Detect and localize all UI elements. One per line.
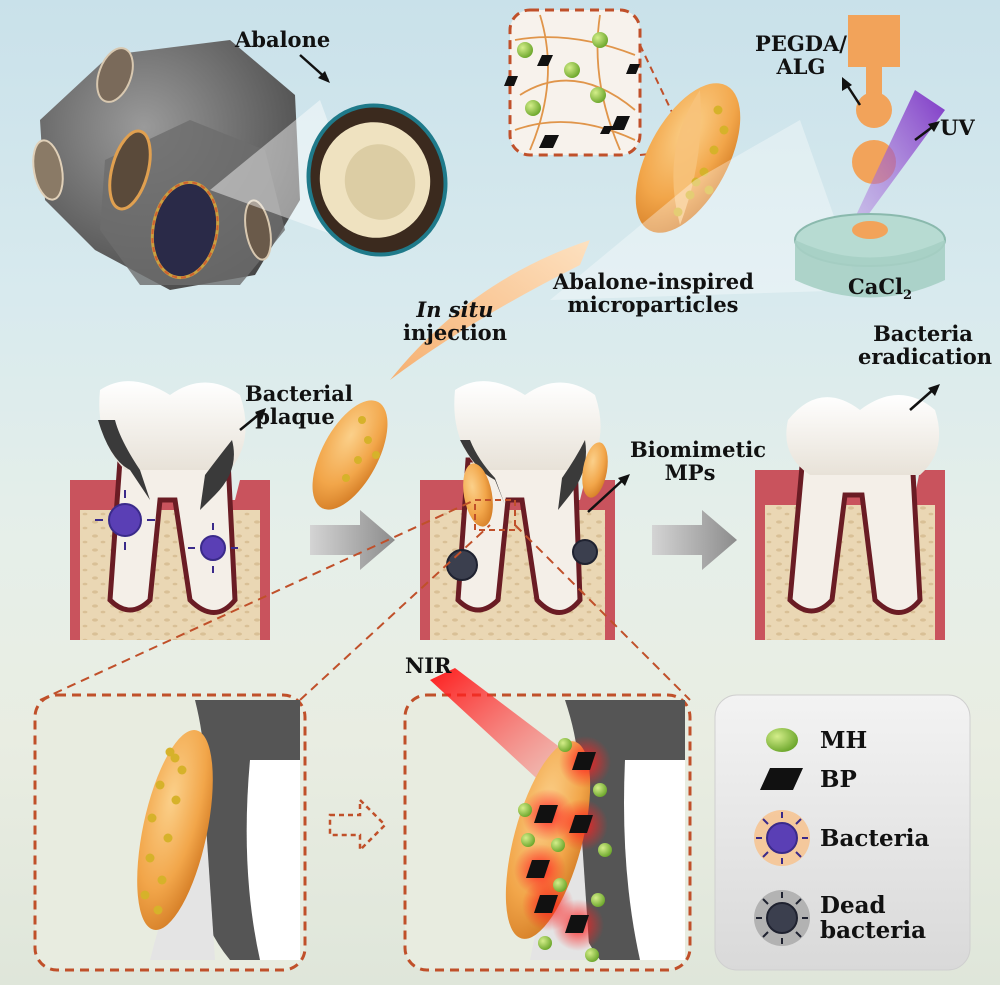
tooth-healthy xyxy=(755,395,945,640)
label-bacterial-plaque: Bacterial plaque xyxy=(245,381,353,429)
label-abalone: Abalone xyxy=(235,27,331,52)
label-bacteria-eradication-line2: eradication xyxy=(858,344,993,369)
legend-bp-label: BP xyxy=(820,766,857,793)
label-injection: injection xyxy=(403,320,507,345)
inset-before xyxy=(33,693,307,972)
tooth-with-plaque xyxy=(70,381,270,640)
transition-arrow xyxy=(328,796,387,854)
network-inset xyxy=(504,8,642,157)
process-arrow-2 xyxy=(652,510,737,570)
label-pegda-line2: ALG xyxy=(776,54,826,79)
legend-bp-icon xyxy=(760,768,803,790)
label-bacterial-plaque-line2: plaque xyxy=(255,404,335,429)
legend-panel xyxy=(714,694,971,971)
label-biomimetic-mps: Biomimetic MPs xyxy=(630,437,766,485)
injection-arrow xyxy=(390,240,590,380)
label-cacl2-text: CaCl xyxy=(848,274,904,299)
label-biomimetic-line1: Biomimetic xyxy=(630,437,766,462)
label-bacteria-eradication: Bacteria eradication xyxy=(858,321,993,369)
label-abalone-inspired-line2: microparticles xyxy=(567,292,739,317)
legend-dead-line2: bacteria xyxy=(820,917,927,944)
inset-after xyxy=(403,668,692,972)
legend-mh-label: MH xyxy=(820,727,868,754)
process-arrow-1 xyxy=(310,510,395,570)
legend-mh-icon xyxy=(766,728,798,752)
legend-dead-line1: Dead xyxy=(820,892,886,919)
label-abalone-inspired: Abalone-inspired microparticles xyxy=(553,269,754,317)
label-in-situ: In situ xyxy=(416,297,494,322)
microparticle-flying xyxy=(312,400,388,510)
legend-dead-bacteria-icon xyxy=(754,890,810,946)
label-uv: UV xyxy=(940,115,975,140)
abalone-rocks xyxy=(32,40,448,290)
label-pegda-line1: PEGDA/ xyxy=(755,31,847,56)
microparticle-top xyxy=(635,83,741,233)
label-bacteria-eradication-line1: Bacteria xyxy=(873,321,973,346)
legend-dead-bacteria-label: Dead bacteria xyxy=(820,893,926,943)
label-bacterial-plaque-line1: Bacterial xyxy=(245,381,353,406)
label-abalone-inspired-line1: Abalone-inspired xyxy=(553,269,754,294)
label-in-situ-injection: In situ injection xyxy=(400,298,510,344)
label-cacl2: CaCl2 xyxy=(848,275,912,307)
legend-bacteria-label: Bacteria xyxy=(820,825,930,852)
label-biomimetic-line2: MPs xyxy=(664,460,716,485)
tooth-with-mps xyxy=(420,381,615,640)
fabrication-setup xyxy=(550,15,946,300)
legend-bacteria-icon xyxy=(754,810,810,866)
label-nir: NIR xyxy=(405,653,452,678)
label-cacl2-subscript: 2 xyxy=(903,288,913,304)
label-pegda-alg: PEGDA/ ALG xyxy=(746,32,856,78)
